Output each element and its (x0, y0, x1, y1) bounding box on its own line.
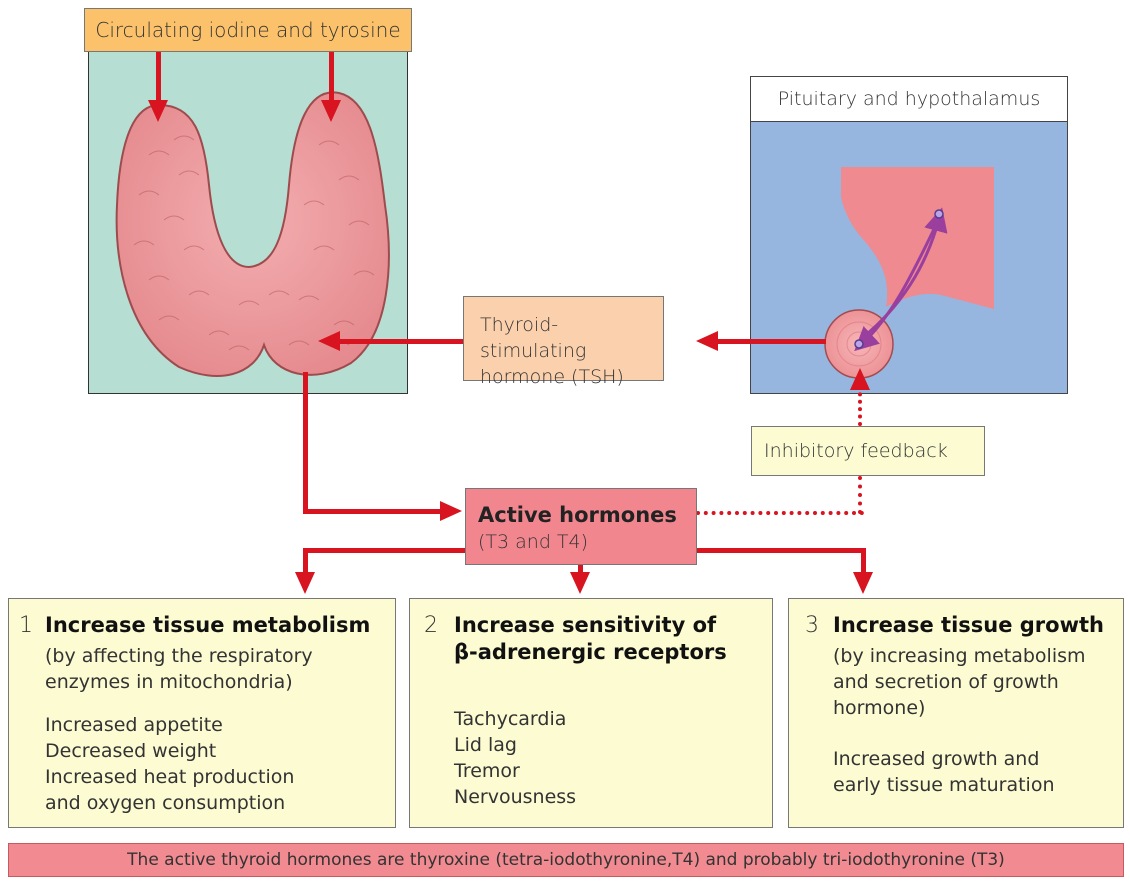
effect-item: Increased appetite (45, 714, 223, 736)
effect-item: Increased growth and (833, 748, 1040, 770)
effect-item: early tissue maturation (833, 774, 1055, 796)
arrow-pituitary-tsh-head (696, 331, 718, 351)
feedback-dotted-lower-vertical (858, 476, 862, 514)
branch-center-head (570, 572, 590, 594)
effect-items-sensitivity: Tachycardia Lid lag Tremor Nervousness (454, 706, 576, 810)
arrow-thyroid-active-horizontal (303, 509, 443, 514)
effect-item: Tremor (454, 760, 520, 782)
effect-box-sensitivity: 2 Increase sensitivity of β-adrenergic r… (409, 598, 773, 828)
effect-number-1: 1 (19, 613, 33, 638)
feedback-dotted-upper-vertical (858, 385, 862, 426)
arrow-iodine-left-shaft (156, 52, 161, 108)
tsh-line1: Thyroid-stimulating (480, 314, 587, 362)
effect-item: Lid lag (454, 734, 517, 756)
effect-items-metabolism: Increased appetite Decreased weight Incr… (45, 712, 294, 816)
effect-item: Decreased weight (45, 740, 217, 762)
footer-banner: The active thyroid hormones are thyroxin… (8, 843, 1124, 877)
detail-line: (by affecting the respiratory (45, 645, 313, 667)
arrow-tsh-thyroid-head (318, 331, 340, 351)
branch-right-head (853, 572, 873, 594)
effect-item: and oxygen consumption (45, 792, 286, 814)
active-hormones-box: Active hormones (T3 and T4) (465, 488, 697, 565)
detail-line: and secretion of growth (833, 671, 1059, 693)
effect-items-growth: Increased growth and early tissue matura… (833, 746, 1055, 798)
arrow-thyroid-active-vertical (303, 372, 308, 514)
effect-item: Tachycardia (454, 708, 567, 730)
arrow-iodine-left-head (148, 100, 168, 122)
arrow-thyroid-active-head (440, 501, 462, 521)
tsh-line2: hormone (TSH) (480, 366, 624, 388)
branch-left-head (295, 572, 315, 594)
pituitary-panel: Pituitary and hypothalamus (750, 76, 1068, 394)
effect-number-2: 2 (424, 613, 438, 638)
detail-line: enzymes in mitochondria) (45, 671, 293, 693)
effect-item: Increased heat production (45, 766, 295, 788)
branch-right-horizontal (697, 548, 866, 553)
iodine-tyrosine-label: Circulating iodine and tyrosine (95, 18, 401, 42)
effect-box-metabolism: 1 Increase tissue metabolism (by affecti… (8, 598, 396, 828)
branch-left-horizontal (303, 548, 465, 553)
inhibitory-feedback-label: Inhibitory feedback (764, 440, 948, 462)
effect-heading-sensitivity: Increase sensitivity of β-adrenergic rec… (454, 612, 727, 666)
thyroid-gland-illustration (115, 91, 390, 377)
pituitary-title: Pituitary and hypothalamus (777, 88, 1041, 110)
arrow-pituitary-tsh-shaft (712, 339, 826, 344)
footer-text: The active thyroid hormones are thyroxin… (127, 850, 1005, 870)
arrow-iodine-right-head (321, 100, 341, 122)
effect-heading-metabolism: Increase tissue metabolism (45, 613, 371, 637)
effect-box-growth: 3 Increase tissue growth (by increasing … (788, 598, 1124, 828)
pituitary-illustration (824, 167, 994, 379)
branch-center-vertical (578, 565, 583, 577)
effect-detail-growth: (by increasing metabolism and secretion … (833, 643, 1086, 721)
branch-right-vertical (861, 548, 866, 576)
arrow-iodine-right-shaft (329, 52, 334, 108)
active-hormones-subtitle: (T3 and T4) (478, 531, 589, 553)
effect-detail-metabolism: (by affecting the respiratory enzymes in… (45, 643, 313, 695)
detail-line: (by increasing metabolism (833, 645, 1086, 667)
inhibitory-feedback-box: Inhibitory feedback (751, 426, 985, 476)
effect-number-3: 3 (805, 613, 819, 638)
effect-item: Nervousness (454, 786, 577, 808)
pituitary-title-bar: Pituitary and hypothalamus (751, 77, 1067, 122)
detail-line: hormone) (833, 697, 926, 719)
tsh-box: Thyroid-stimulating hormone (TSH) (463, 296, 664, 388)
heading-line: β-adrenergic receptors (454, 640, 727, 664)
active-hormones-title: Active hormones (478, 503, 677, 527)
arrow-tsh-thyroid-shaft (336, 339, 463, 344)
feedback-dotted-horizontal (696, 511, 864, 515)
thyroid-panel (88, 44, 408, 394)
iodine-tyrosine-box: Circulating iodine and tyrosine (84, 8, 412, 52)
effect-heading-growth: Increase tissue growth (833, 613, 1104, 637)
feedback-arrow-head (850, 368, 870, 390)
branch-left-vertical (303, 548, 308, 576)
heading-line: Increase sensitivity of (454, 613, 717, 637)
